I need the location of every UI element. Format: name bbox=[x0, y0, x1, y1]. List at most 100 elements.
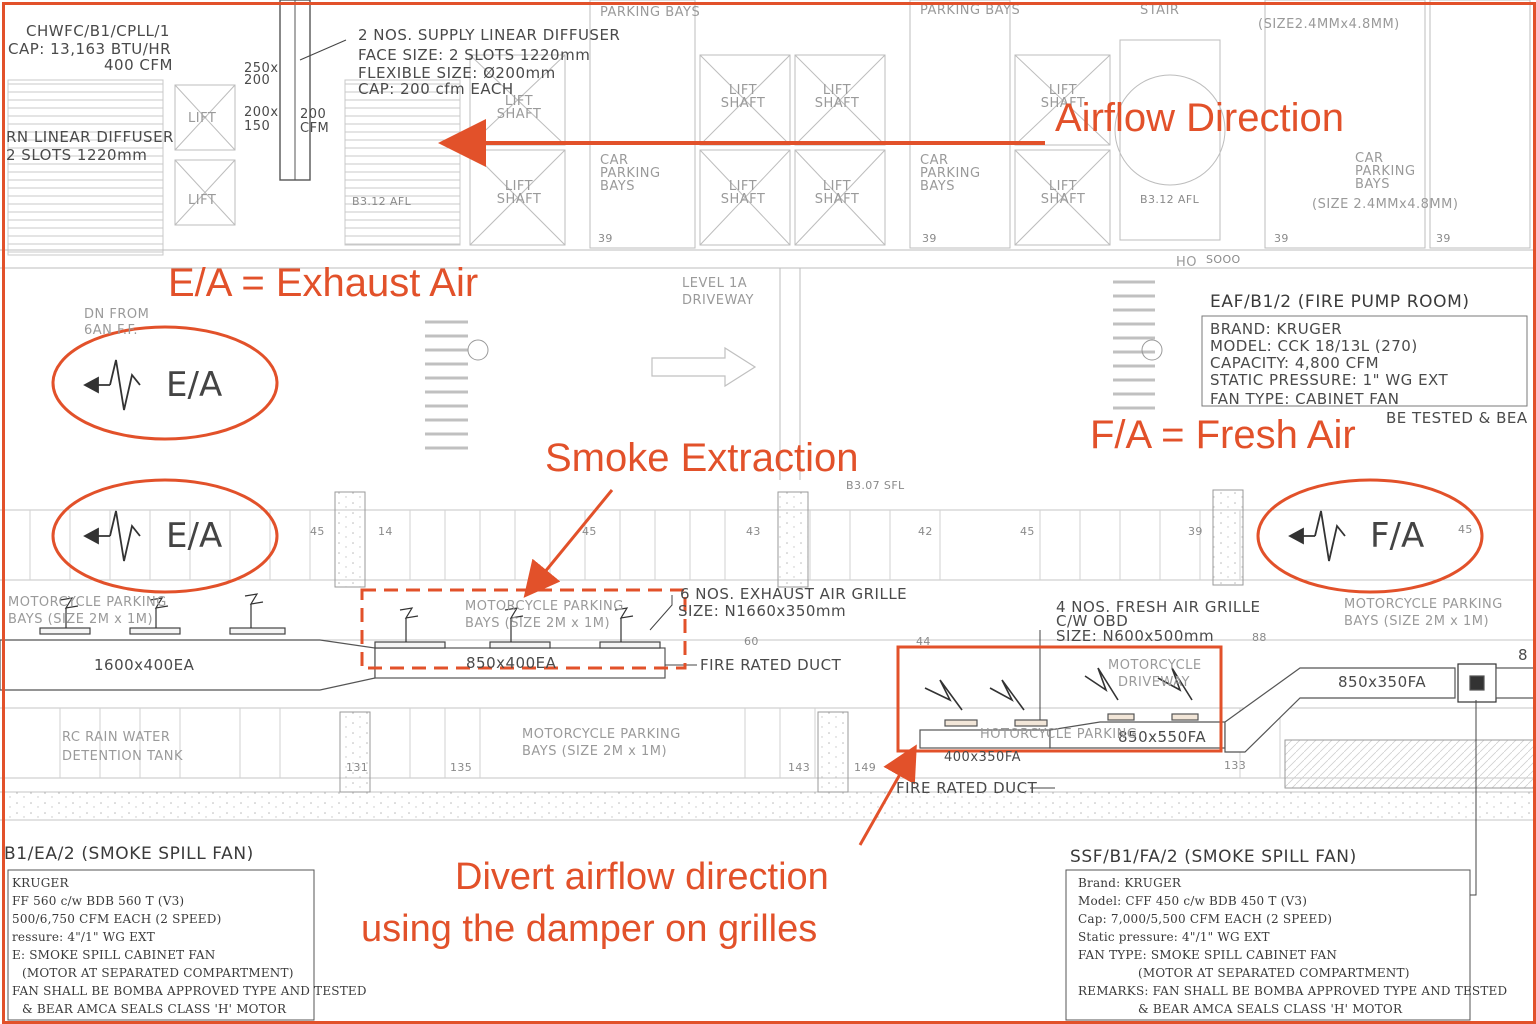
fan-left-l2: FF 560 c/w BDB 560 T (V3) bbox=[12, 894, 185, 908]
fl-level: B3.12 AFL bbox=[1140, 193, 1200, 206]
duct-850ea: 850x400EA bbox=[466, 654, 557, 672]
lift-label-2: LIFT bbox=[188, 193, 217, 208]
smoke-extraction-pointer bbox=[523, 489, 614, 598]
unit-line2: CAP: 13,163 BTU/HR bbox=[8, 40, 172, 58]
fresh-air-label: F/A = Fresh Air bbox=[1088, 413, 1358, 457]
smoke-extraction-label: Smoke Extraction bbox=[545, 436, 859, 480]
co-sensor-right bbox=[1141, 339, 1163, 361]
bay-135: 135 bbox=[450, 761, 473, 774]
bay-39c: 39 bbox=[1274, 232, 1289, 245]
lift-shaft-6: LIFT SHAFT bbox=[814, 179, 860, 207]
ea-symbol-text-top: E/A bbox=[166, 365, 223, 405]
bay-43: 43 bbox=[746, 525, 761, 538]
fan-right-title: SSF/B1/FA/2 (SMOKE SPILL FAN) bbox=[1070, 847, 1357, 867]
exhaust-grilles bbox=[39, 627, 661, 649]
stair-label: STAIR bbox=[1140, 3, 1180, 18]
diffuser-line1: 2 NOS. SUPPLY LINEAR DIFFUSER bbox=[358, 26, 621, 44]
road-strip bbox=[0, 792, 1536, 820]
car-parking-3: CAR PARKING BAYS bbox=[1355, 151, 1416, 192]
diffuser-line4: CAP: 200 cfm EACH bbox=[358, 80, 514, 98]
bay-39d: 39 bbox=[1436, 232, 1451, 245]
moto-driveway-b: DRIVEWAY bbox=[1118, 675, 1190, 690]
co-sensor-left bbox=[467, 339, 489, 361]
ssl-label: B3.07 SFL bbox=[846, 479, 905, 492]
bay-44: 44 bbox=[916, 635, 931, 648]
unit-line1: CHWFC/B1/CPLL/1 bbox=[26, 22, 170, 40]
bay-45b: 45 bbox=[310, 525, 325, 538]
dim-250: 250x bbox=[244, 61, 279, 76]
fresh-grille-line2: C/W OBD bbox=[1056, 612, 1129, 630]
size-top: (SIZE2.4MMx4.8MM) bbox=[1258, 17, 1400, 32]
fan-left-l8: & BEAR AMCA SEALS CLASS 'H' MOTOR bbox=[22, 1002, 287, 1016]
bay-149: 149 bbox=[854, 761, 877, 774]
fan-right-box bbox=[1065, 869, 1471, 1021]
fan-left-l5: E: SMOKE SPILL CABINET FAN bbox=[12, 948, 216, 962]
lift-label-1: LIFT bbox=[188, 111, 217, 126]
eaf-brand: BRAND: KRUGER bbox=[1210, 320, 1343, 338]
fire-rated-duct-b: FIRE RATED DUCT bbox=[896, 779, 1038, 797]
fan-right-l7: REMARKS: FAN SHALL BE BOMBA APPROVED TYP… bbox=[1078, 984, 1508, 998]
parking-bays-top: PARKING BAYS bbox=[600, 5, 701, 20]
diffuser-line2: FACE SIZE: 2 SLOTS 1220mm bbox=[358, 46, 591, 64]
hotor-label: HOTORCYCLE PARKING bbox=[980, 727, 1138, 742]
duct-400: 400x350FA bbox=[944, 750, 1021, 765]
exhaust-grille-line1: 6 NOS. EXHAUST AIR GRILLE bbox=[680, 585, 908, 603]
hatched-area bbox=[1284, 739, 1536, 789]
fan-left-title: B1/EA/2 (SMOKE SPILL FAN) bbox=[4, 844, 254, 864]
bay-45d: 45 bbox=[1458, 523, 1473, 536]
lift-shaft-5: LIFT SHAFT bbox=[720, 179, 766, 207]
fan-left-box bbox=[7, 869, 315, 1021]
lift-shaft-3: LIFT SHAFT bbox=[720, 83, 766, 111]
driveway-label: DRIVEWAY bbox=[682, 293, 754, 308]
duct-850fa-a: 850x550FA bbox=[1118, 728, 1207, 746]
dn-from2: 6AN F.F. bbox=[84, 323, 139, 338]
fa-symbol-text: F/A bbox=[1370, 516, 1425, 556]
unit-line3: 400 CFM bbox=[104, 56, 173, 74]
eaf-tested: BE TESTED & BEA bbox=[1386, 409, 1528, 427]
fan-right-l8: & BEAR AMCA SEALS CLASS 'H' MOTOR bbox=[1138, 1002, 1403, 1016]
fresh-air-grille-box bbox=[896, 645, 1223, 753]
fa-circle bbox=[1256, 478, 1484, 594]
ea-circle-top bbox=[51, 325, 279, 441]
diffuser-line3: FLEXIBLE SIZE: Ø200mm bbox=[358, 64, 556, 82]
dim-200b: 200x bbox=[244, 105, 279, 120]
dim-200c: 200 bbox=[300, 107, 327, 122]
ea-circle-bottom bbox=[51, 478, 279, 594]
lift-shaft-4: LIFT SHAFT bbox=[814, 83, 860, 111]
level-label: LEVEL 1A bbox=[682, 276, 748, 291]
damper-symbols-ea bbox=[59, 593, 634, 642]
fresh-grille-line3: SIZE: N600x500mm bbox=[1056, 627, 1215, 645]
eaf-capacity: CAPACITY: 4,800 CFM bbox=[1210, 354, 1380, 372]
fl-level-2: B3.12 AFL bbox=[352, 195, 412, 208]
fan-left-l6: (MOTOR AT SEPARATED COMPARTMENT) bbox=[22, 966, 294, 980]
lift-shaft-2: LIFT SHAFT bbox=[496, 179, 542, 207]
fan-left-l7: FAN SHALL BE BOMBA APPROVED TYPE AND TES… bbox=[12, 984, 367, 998]
bay-133: 133 bbox=[1224, 759, 1247, 772]
driveway-arrow bbox=[651, 346, 757, 388]
moto-bays-left: BAYS (SIZE 2M x 1M) bbox=[8, 612, 154, 627]
parking-bays-top-2: PARKING BAYS bbox=[920, 3, 1021, 18]
exhaust-air-label: E/A = Exhaust Air bbox=[168, 261, 479, 305]
fa-symbol bbox=[1288, 510, 1346, 562]
smoke-extraction-box bbox=[360, 588, 687, 670]
rc-tank-a: RC RAIN WATER bbox=[62, 730, 171, 745]
bay-131: 131 bbox=[346, 761, 369, 774]
fan-right-l5: FAN TYPE: SMOKE SPILL CABINET FAN bbox=[1078, 948, 1338, 962]
moto-parking-low: MOTORCYCLE PARKING bbox=[522, 727, 681, 742]
bay-42: 42 bbox=[918, 525, 933, 538]
moto-bays-mid: BAYS (SIZE 2M x 1M) bbox=[465, 616, 611, 631]
divert-label-line2: using the damper on grilles bbox=[361, 908, 818, 950]
bay-14: 14 bbox=[378, 525, 393, 538]
moto-bays-right: BAYS (SIZE 2M x 1M) bbox=[1344, 614, 1490, 629]
crossing-left bbox=[425, 320, 468, 450]
fresh-air-duct bbox=[919, 663, 1536, 753]
bay-143: 143 bbox=[788, 761, 811, 774]
size-right: (SIZE 2.4MMx4.8MM) bbox=[1312, 197, 1459, 212]
dn-from: DN FROM bbox=[84, 307, 150, 322]
bay-39b: 39 bbox=[922, 232, 937, 245]
dim-200a: 200 bbox=[244, 73, 271, 88]
fire-rated-duct-a: FIRE RATED DUCT bbox=[700, 656, 842, 674]
fresh-grille-line1: 4 NOS. FRESH AIR GRILLE bbox=[1056, 598, 1261, 616]
eaf-fan-type: FAN TYPE: CABINET FAN bbox=[1210, 390, 1400, 408]
